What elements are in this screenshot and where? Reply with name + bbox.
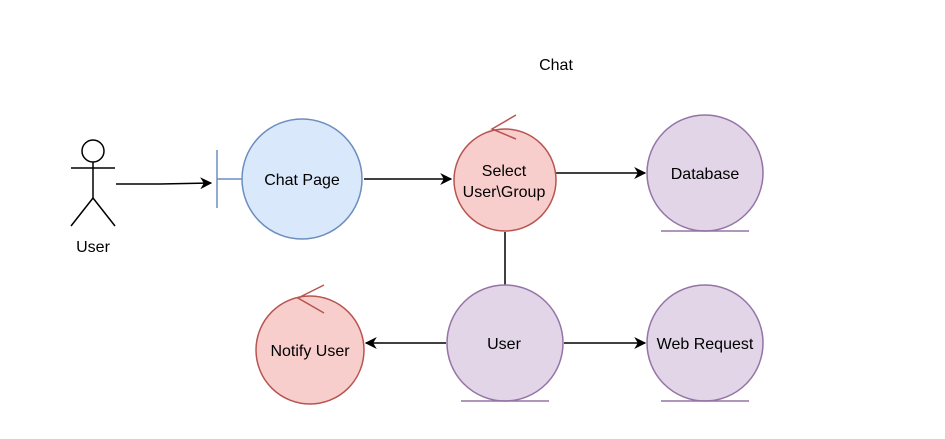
control-notify-user: Notify User	[255, 284, 365, 405]
database-label: Database	[671, 166, 740, 183]
control-arrow-icon	[490, 114, 517, 140]
user-entity-label: User	[487, 336, 521, 353]
actor-left-leg	[70, 197, 94, 227]
entity-database: Database	[646, 114, 764, 232]
actor-label: User	[76, 239, 110, 256]
diagram-title: Chat	[539, 57, 573, 74]
actor-user	[70, 139, 116, 227]
chat-page-label: Chat Page	[264, 172, 340, 189]
notify-user-label: Notify User	[270, 343, 350, 360]
control-arrow-icon	[296, 284, 325, 314]
actor-head-icon	[81, 139, 105, 163]
boundary-circle	[241, 118, 363, 240]
entity-web-request: Web Request	[646, 284, 764, 402]
control-circle	[453, 128, 557, 232]
web-request-label: Web Request	[657, 336, 754, 353]
edges	[116, 167, 647, 349]
control-circle	[255, 295, 365, 405]
control-select-user-group: Select User\Group	[453, 114, 557, 232]
boundary-chat-page: Chat Page	[216, 118, 363, 240]
select-label-line1: Select	[482, 163, 527, 180]
actor-right-leg	[92, 197, 116, 227]
select-label-line2: User\Group	[463, 184, 546, 201]
entity-user: User	[446, 284, 564, 402]
edge-actor-to-chat-page	[116, 177, 213, 190]
